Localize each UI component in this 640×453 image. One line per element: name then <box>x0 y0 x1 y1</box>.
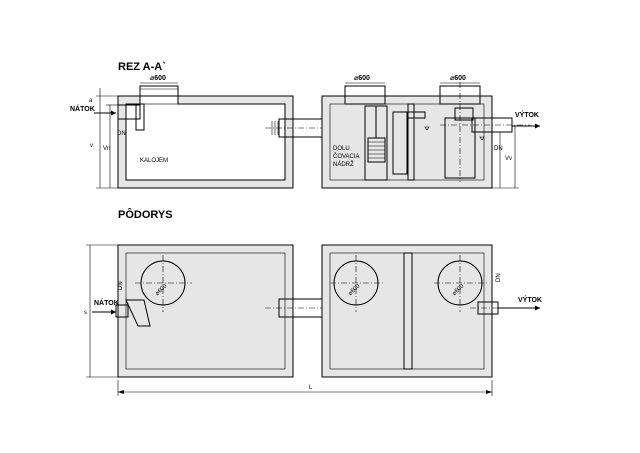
section-tank-left-interior <box>125 103 286 181</box>
dim-L: L <box>309 385 313 391</box>
partition-wall-section <box>407 103 415 181</box>
dim-dn-out-section: DN <box>494 146 503 152</box>
manhole-neck-2 <box>344 85 386 105</box>
section-title: REZ A-A` <box>118 61 166 73</box>
dim-dn-plan-in: DN <box>118 281 124 290</box>
plan-title: PÔDORYS <box>118 208 173 221</box>
plan-tank-left <box>117 244 294 378</box>
inlet-label-section: NÁTOK <box>70 104 95 113</box>
dim-v: v <box>90 143 93 149</box>
dosing-label-1: DOLU <box>333 146 350 152</box>
manhole-label-1: ⌀600 <box>150 75 166 82</box>
outlet-label-plan: VÝTOK <box>518 295 542 304</box>
manhole-neck-1 <box>139 85 179 97</box>
dim-dn-plan-out: DN <box>496 273 502 282</box>
section-view: KALOJEM DOLU ČOVACIA NÁDRŽ ⌀600 ⌀600 ⌀60… <box>70 75 540 189</box>
dim-dn-section: DN <box>117 131 126 137</box>
dim-a: a <box>89 98 93 104</box>
inlet-pipe-section <box>117 104 141 120</box>
inlet-baffle-plan <box>125 299 151 327</box>
dosing-label-3: NÁDRŽ <box>333 160 354 168</box>
dosing-label-2: ČOVACIA <box>333 153 360 160</box>
manhole-label-2: ⌀600 <box>354 75 370 82</box>
manhole-label-3: ⌀600 <box>450 75 466 82</box>
sludge-label: KALOJEM <box>140 158 168 164</box>
outlet-label-section: VÝTOK <box>515 110 539 119</box>
partition-wall-plan <box>403 252 413 370</box>
dim-s: s <box>84 310 87 316</box>
dim-vv: Vv <box>505 156 512 162</box>
plan-view: ⌀600 ⌀600 ⌀600 NÁTOK VÝTOK DN DN <box>84 244 542 396</box>
inlet-label-plan: NÁTOK <box>94 298 119 307</box>
dim-vn: Vn <box>103 146 110 152</box>
